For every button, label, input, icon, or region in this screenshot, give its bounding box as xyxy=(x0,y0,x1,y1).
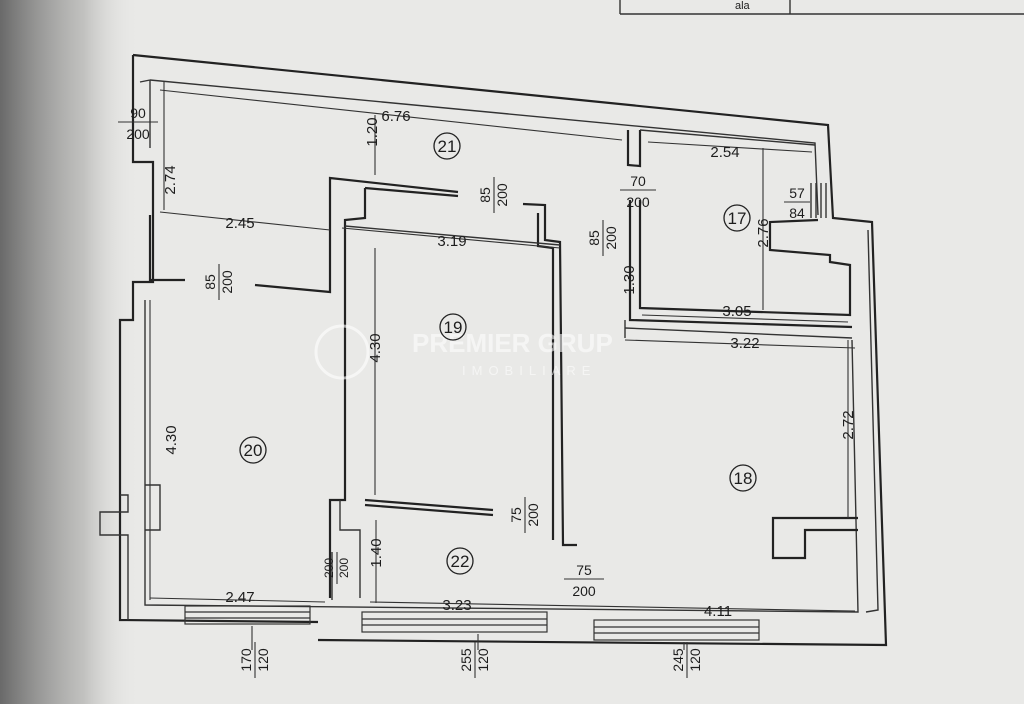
windows xyxy=(184,605,760,650)
dim-room17-length: 2.54 xyxy=(710,144,739,161)
svg-text:120: 120 xyxy=(475,648,491,672)
opening-85-200-left: 85 200 xyxy=(202,264,235,300)
dim-room17-side: 1.30 xyxy=(621,265,638,294)
room-22: 22 xyxy=(446,547,474,575)
svg-text:245: 245 xyxy=(670,648,686,672)
room-20-label: 20 xyxy=(244,441,263,460)
opening-75-200-bottom: 75 200 xyxy=(564,562,604,599)
watermark-line1: PREMIER GRUP xyxy=(412,328,613,358)
svg-text:90: 90 xyxy=(130,105,146,121)
dim-room18-height: 2.72 xyxy=(840,410,857,439)
svg-text:57: 57 xyxy=(789,185,805,201)
dimension-labels: 6.76 2.54 2.45 3.19 3.05 3.22 2.47 3.23 … xyxy=(225,108,759,620)
dim-room20-top: 2.45 xyxy=(225,215,254,232)
svg-text:70: 70 xyxy=(630,173,646,189)
dim-room17-width: 2.76 xyxy=(755,218,772,247)
left-wall-jog xyxy=(99,484,161,620)
room-21: 21 xyxy=(433,132,461,160)
svg-text:75: 75 xyxy=(576,562,592,578)
room-21-label: 21 xyxy=(438,137,457,156)
room-labels: 21 17 19 20 18 22 xyxy=(239,132,757,575)
header-fragment: ala xyxy=(735,0,751,12)
dim-corridor-length: 6.76 xyxy=(381,108,410,125)
dim-room20-bottom: 2.47 xyxy=(225,589,254,606)
svg-text:200: 200 xyxy=(337,558,351,578)
window-3 xyxy=(593,619,760,641)
opening-75-200-mid: 75 200 xyxy=(508,497,541,533)
dim-room20-height-upper: 2.74 xyxy=(162,165,179,194)
window-245-120: 245 120 xyxy=(670,642,703,678)
svg-text:85: 85 xyxy=(202,274,218,290)
room-20: 20 xyxy=(239,436,267,464)
room-22-label: 22 xyxy=(451,552,470,571)
opening-90-200: 90 200 xyxy=(118,105,158,142)
dim-corridor-width: 1.20 xyxy=(364,117,381,146)
room-19: 19 xyxy=(439,313,467,341)
room-18-label: 18 xyxy=(734,469,753,488)
svg-text:200: 200 xyxy=(525,503,541,527)
window-170-120: 170 120 xyxy=(238,642,271,678)
dim-room18-bottom: 4.11 xyxy=(704,603,732,620)
svg-text:200: 200 xyxy=(126,126,150,142)
room-18: 18 xyxy=(729,464,757,492)
svg-text:75: 75 xyxy=(508,507,524,523)
watermark: PREMIER GRUP IMOBILIARE xyxy=(314,324,613,380)
window-255-120: 255 120 xyxy=(458,642,491,678)
svg-text:200: 200 xyxy=(603,226,619,250)
vertical-dimension-labels: 1.20 2.74 4.30 4.30 1.40 2.76 1.30 2.72 xyxy=(162,117,857,567)
dim-room19-width: 3.19 xyxy=(437,233,466,250)
header-strip: ala xyxy=(619,0,1024,15)
svg-text:85: 85 xyxy=(586,230,602,246)
room-17-label: 17 xyxy=(728,209,747,228)
opening-200-200: 200 200 xyxy=(322,552,351,584)
watermark-logo-icon xyxy=(314,324,370,380)
dimension-lines xyxy=(149,82,856,612)
window-1 xyxy=(184,605,311,625)
dim-room19-height: 4.30 xyxy=(367,333,384,362)
opening-85-200-top: 85 200 xyxy=(477,177,510,213)
opening-labels: 90 200 70 200 57 84 75 200 xyxy=(118,105,810,599)
svg-text:170: 170 xyxy=(238,648,254,672)
svg-text:200: 200 xyxy=(322,558,336,578)
opening-57-84: 57 84 xyxy=(784,185,810,221)
svg-text:200: 200 xyxy=(626,194,650,210)
dim-room17-bottom: 3.05 xyxy=(722,303,751,320)
window-2 xyxy=(361,611,548,633)
room-19-label: 19 xyxy=(444,318,463,337)
outer-walls xyxy=(118,53,888,647)
photo-shadow xyxy=(0,0,140,704)
svg-text:255: 255 xyxy=(458,648,474,672)
svg-text:200: 200 xyxy=(572,583,596,599)
opening-85-200-right: 85 200 xyxy=(586,220,619,256)
dim-room22-width: 3.23 xyxy=(442,597,471,614)
svg-text:85: 85 xyxy=(477,187,493,203)
dim-room18-width: 3.22 xyxy=(730,335,759,352)
dim-room20-height: 4.30 xyxy=(163,425,180,454)
watermark-line2: IMOBILIARE xyxy=(462,363,596,378)
dim-room22-height: 1.40 xyxy=(368,538,385,567)
svg-text:120: 120 xyxy=(687,648,703,672)
opening-labels-vertical: 85 200 85 200 85 200 75 200 200 200 170 … xyxy=(202,177,703,678)
svg-text:200: 200 xyxy=(494,183,510,207)
svg-text:84: 84 xyxy=(789,205,805,221)
opening-70-200: 70 200 xyxy=(620,173,656,210)
svg-text:200: 200 xyxy=(219,270,235,294)
svg-text:120: 120 xyxy=(255,648,271,672)
room-17: 17 xyxy=(723,204,751,232)
